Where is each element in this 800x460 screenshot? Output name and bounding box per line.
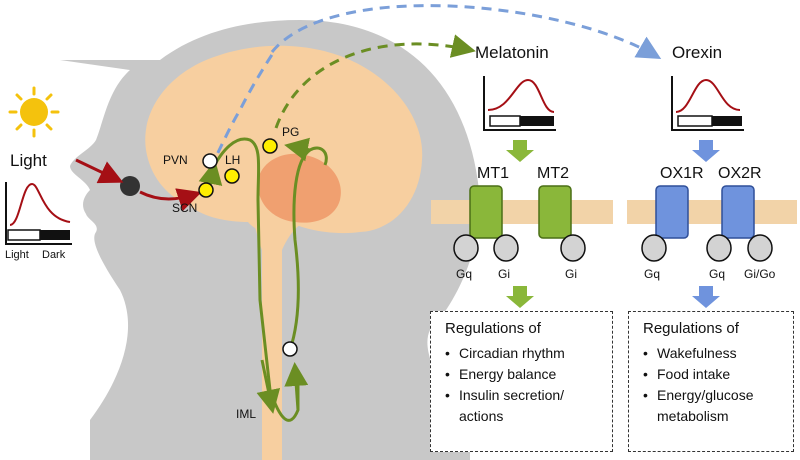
iml-node xyxy=(282,341,298,357)
eye-to-scn-arrow xyxy=(139,188,202,212)
pg-label: PG xyxy=(282,125,299,139)
blue-brain-path xyxy=(208,49,277,169)
list-item: Insulin secretion/ xyxy=(445,385,602,406)
list-item: Energy/glucose xyxy=(643,385,783,406)
dashed-to-melatonin xyxy=(274,34,476,129)
lh-label: LH xyxy=(225,153,240,167)
lh-node xyxy=(224,168,240,184)
melatonin-title: Melatonin xyxy=(475,43,549,62)
melatonin-regulation-box: Regulations of Circadian rhythm Energy b… xyxy=(430,311,613,452)
list-item: Food intake xyxy=(643,364,783,385)
list-item: Energy balance xyxy=(445,364,602,385)
pineal-region xyxy=(257,153,341,223)
dark-axis-label: Dark xyxy=(42,249,66,261)
gprotein-orx-3 xyxy=(747,234,773,262)
light-to-eye-arrow xyxy=(75,158,124,184)
dashed-to-orexin xyxy=(270,4,662,60)
mt1-receptor xyxy=(469,185,503,239)
melatonin-regulation-title: Regulations of xyxy=(445,320,541,337)
gprotein-orx-1 xyxy=(641,234,667,262)
orexin-rhythm-chart xyxy=(671,76,744,131)
scn-label: SCN xyxy=(172,201,197,215)
iml-label: IML xyxy=(236,407,256,421)
melatonin-down-arrow-2 xyxy=(506,286,534,308)
mt1-label: MT1 xyxy=(477,165,509,182)
orx-g1-label: Gq xyxy=(644,267,660,281)
orexin-membrane xyxy=(627,200,797,224)
brain xyxy=(145,45,423,234)
orx-g3-label: Gi/Go xyxy=(744,267,776,281)
mel-g3-label: Gi xyxy=(565,267,577,281)
orexin-down-arrow-2 xyxy=(692,286,720,308)
iml-up-arrow xyxy=(284,362,309,411)
list-item: Circadian rhythm xyxy=(445,343,602,364)
to-pg-arrow xyxy=(284,137,311,162)
orexin-down-arrow xyxy=(692,140,720,162)
mt2-receptor xyxy=(538,185,572,239)
mt2-label: MT2 xyxy=(537,165,569,182)
green-pathway-loop xyxy=(288,146,328,351)
orexin-regulation-list: Wakefulness Food intake Energy/glucose m… xyxy=(639,343,783,427)
scn-node xyxy=(198,182,214,198)
ox1r-label: OX1R xyxy=(660,165,704,182)
list-item: Wakefulness xyxy=(643,343,783,364)
orexin-title: Orexin xyxy=(672,43,722,62)
gprotein-mel-1 xyxy=(453,234,479,262)
gprotein-mel-3 xyxy=(560,234,586,262)
scn-up-arrow xyxy=(198,160,223,187)
pvn-node xyxy=(202,153,218,169)
eye xyxy=(120,176,140,196)
light-axis-label: Light xyxy=(5,249,29,261)
gprotein-mel-2 xyxy=(493,234,519,262)
ox2r-receptor xyxy=(721,185,755,239)
orexin-regulation-title: Regulations of xyxy=(643,320,739,337)
orexin-regulation-box: Regulations of Wakefulness Food intake E… xyxy=(628,311,794,452)
list-item-continuation: metabolism xyxy=(657,408,729,424)
list-item-continuation: actions xyxy=(459,408,504,424)
pvn-label: PVN xyxy=(163,153,188,167)
light-dark-chart xyxy=(5,182,72,245)
pg-node xyxy=(262,138,278,154)
light-label: Light xyxy=(10,151,47,170)
melatonin-down-arrow xyxy=(506,140,534,162)
melatonin-membrane xyxy=(431,200,613,224)
mel-g1-label: Gq xyxy=(456,267,472,281)
orx-g2-label: Gq xyxy=(709,267,725,281)
ox1r-receptor xyxy=(655,185,689,239)
melatonin-regulation-list: Circadian rhythm Energy balance Insulin … xyxy=(441,343,602,427)
ox2r-label: OX2R xyxy=(718,165,762,182)
sun-icon xyxy=(8,86,60,138)
melatonin-rhythm-chart xyxy=(483,76,556,131)
down-iml-arrow xyxy=(256,359,281,414)
gprotein-orx-2 xyxy=(706,234,732,262)
mel-g2-label: Gi xyxy=(498,267,510,281)
